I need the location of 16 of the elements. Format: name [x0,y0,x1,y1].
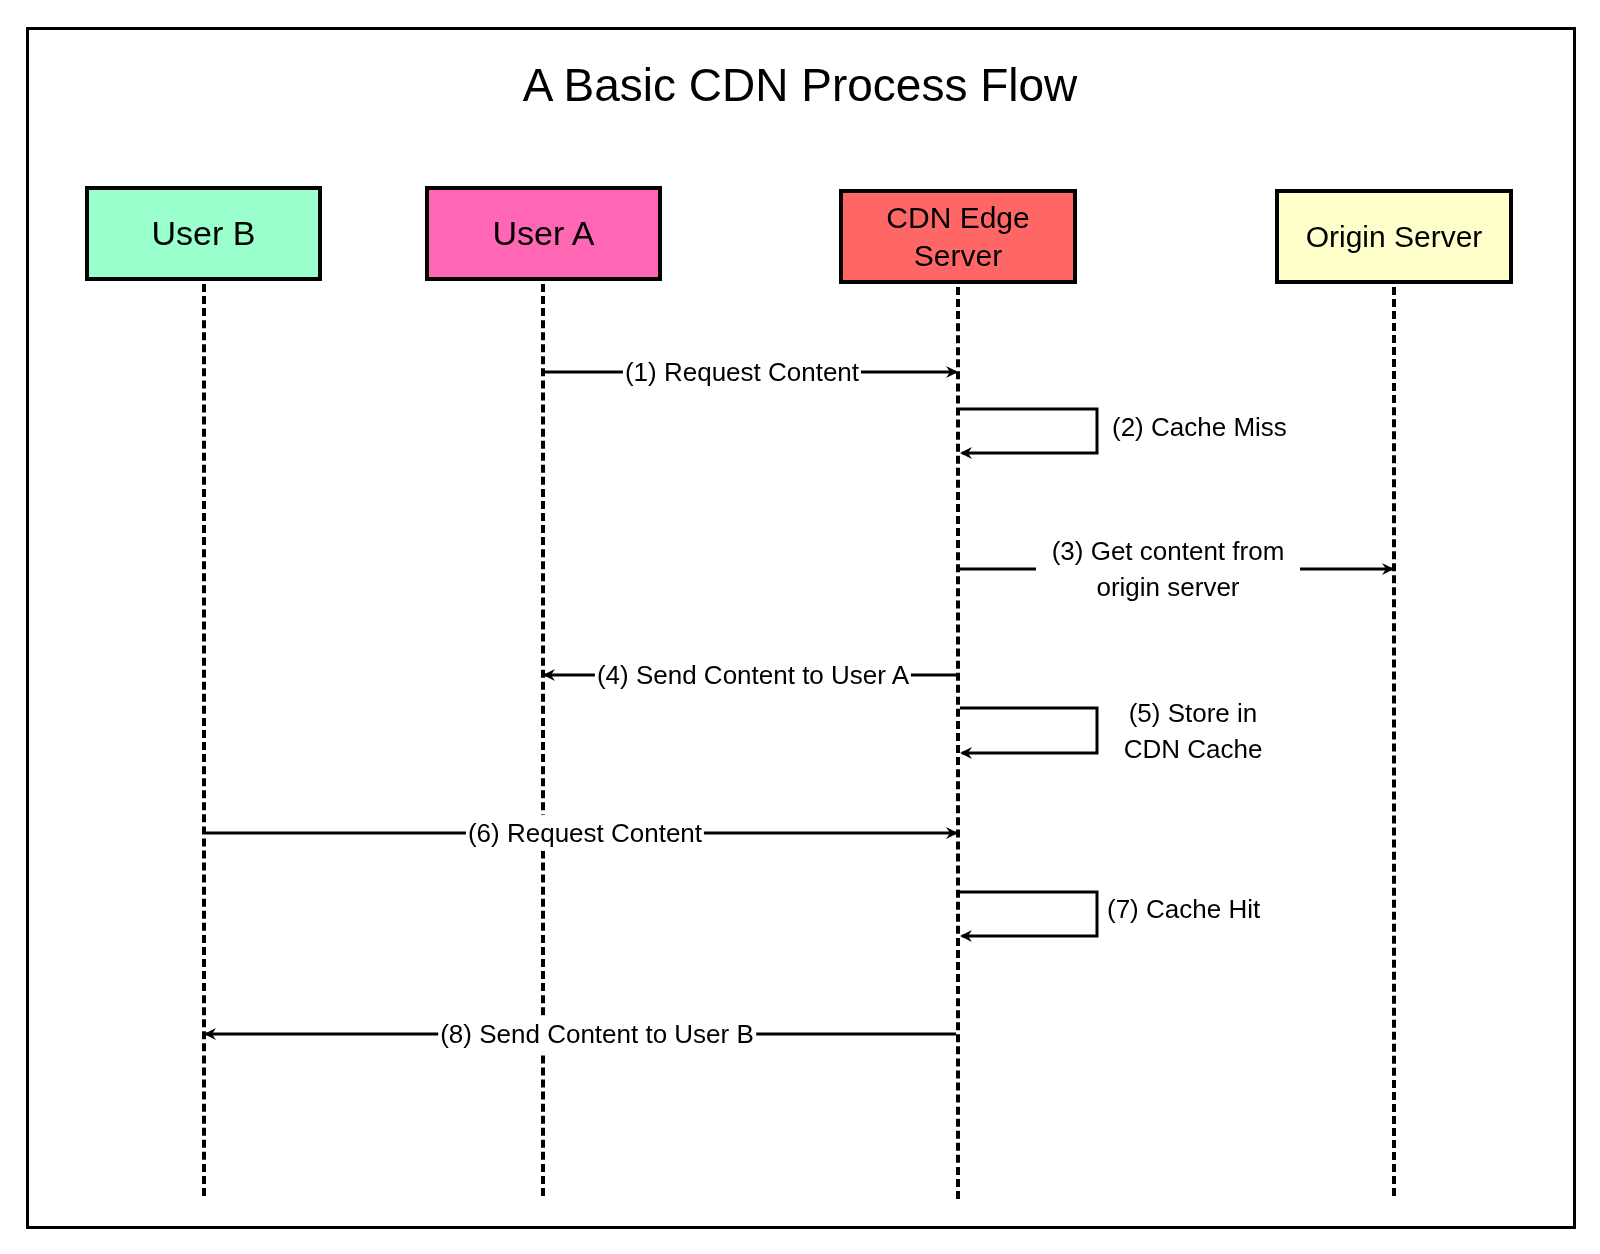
participant-box [425,186,662,281]
participant-label: User A [491,213,596,255]
participant-box [85,186,322,281]
lifeline [956,287,960,1199]
participant-label: Origin Server [1304,218,1484,255]
diagram-title: A Basic CDN Process Flow [521,58,1079,112]
participant-box [839,189,1077,284]
lifeline [1392,287,1396,1196]
participant-box [1275,189,1513,284]
participant-label: CDN Edge Server [885,200,1031,274]
arrow [960,706,1099,759]
lifeline [202,284,206,1196]
arrow [960,890,1099,942]
edge-label: (6) Request Content [465,814,705,852]
arrow [960,407,1099,459]
participant-label: User B [150,213,257,255]
